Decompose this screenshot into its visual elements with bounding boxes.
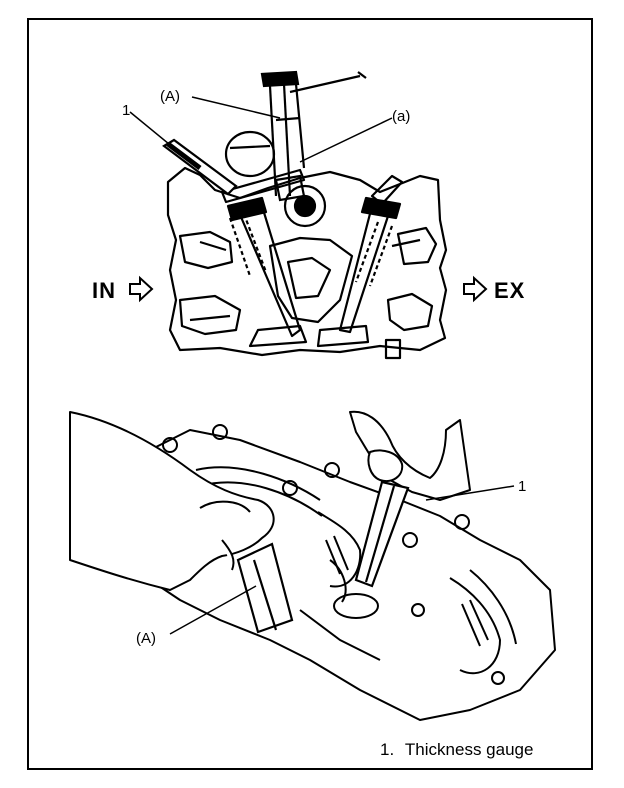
figure-frame [27, 18, 593, 770]
feeler-gauge-bottom [354, 480, 410, 588]
ex-arrow-icon [463, 275, 488, 303]
special-tool-top [260, 70, 367, 202]
bottom-label-special-tool: (A) [136, 630, 156, 647]
right-hand [349, 410, 471, 501]
leader-lines-bottom [169, 485, 515, 635]
caption-text: Thickness gauge [404, 740, 534, 759]
figure-caption: 1. Thickness gauge [380, 740, 533, 760]
top-label-gauge-number: 1 [122, 102, 131, 119]
leader-lines-top [129, 96, 393, 163]
left-hand [69, 411, 275, 591]
top-label-special-tool: (A) [160, 88, 180, 105]
top-label-clearance: (a) [392, 108, 411, 125]
cylinder-head-section [166, 130, 448, 360]
special-tool-bottom [236, 542, 294, 634]
exhaust-label: EX [494, 278, 526, 303]
caption-number: 1. [380, 740, 395, 759]
engine-head-perspective [149, 424, 556, 721]
bottom-label-gauge-number: 1 [518, 478, 527, 495]
in-arrow-icon [129, 275, 154, 303]
intake-label: IN [92, 278, 116, 303]
